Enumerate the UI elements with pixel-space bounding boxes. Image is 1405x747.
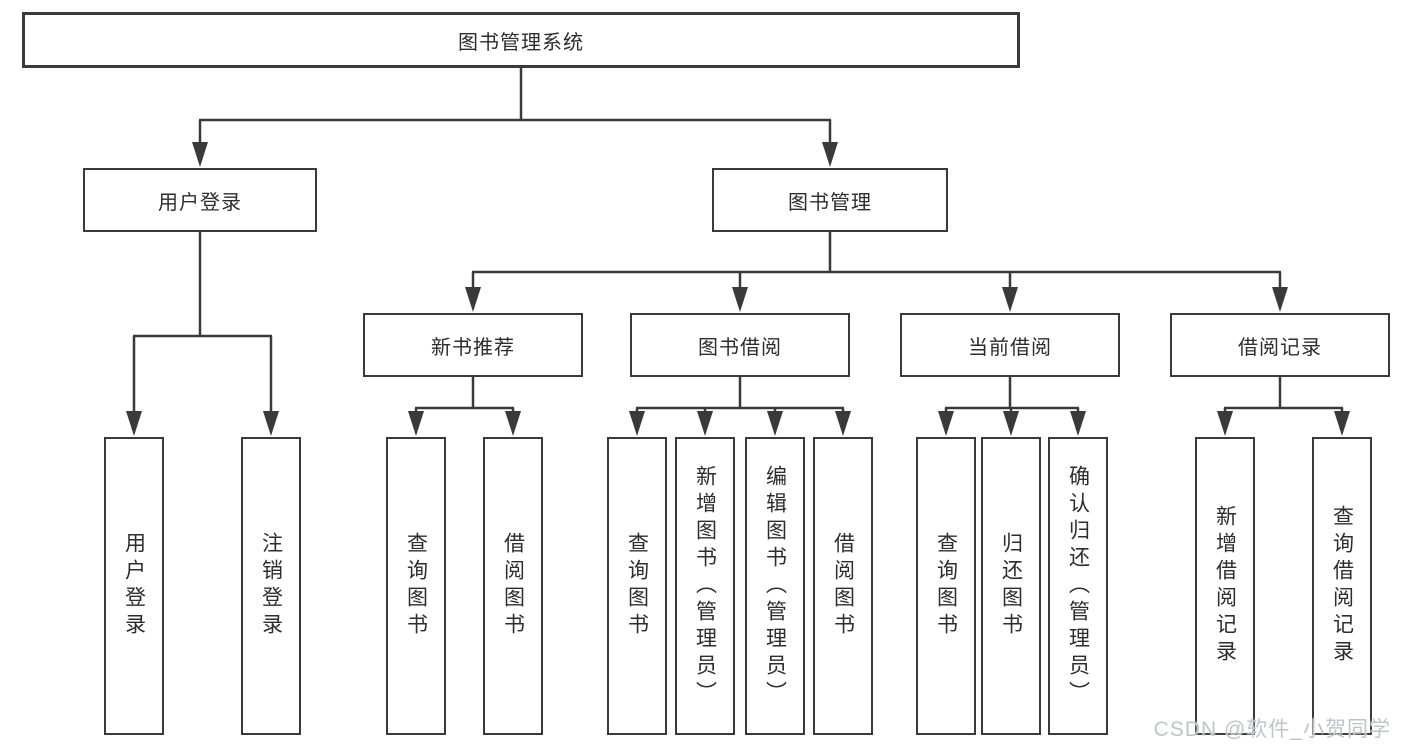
leaf-borrow-books-recommend: 借阅图书 [483,437,543,735]
node-user-login: 用户登录 [83,168,317,232]
node-book-management-system: 图书管理系统 [22,12,1020,68]
leaf-query-borrow-record: 查询借阅记录 [1312,437,1372,735]
watermark: CSDN @软件_小贺同学 [1153,718,1391,741]
leaf-confirm-return-admin: 确认归还（管理员） [1048,437,1108,735]
node-label: 查询图书 [934,532,958,640]
node-label: 用户登录 [122,532,146,640]
node-label: 归还图书 [999,532,1023,640]
leaf-query-books-current: 查询图书 [916,437,976,735]
leaf-query-books-borrow: 查询图书 [607,437,667,735]
leaf-add-book-admin: 新增图书（管理员） [675,437,735,735]
node-label: 图书管理 [788,191,872,214]
node-label: 查询借阅记录 [1330,505,1354,667]
leaf-return-books: 归还图书 [981,437,1041,735]
node-label: 图书借阅 [698,336,782,359]
node-label: 新增借阅记录 [1213,505,1237,667]
node-label: 借阅图书 [501,532,525,640]
node-label: 图书管理系统 [458,31,584,54]
node-label: 注销登录 [259,532,283,640]
leaf-user-login: 用户登录 [104,437,164,735]
leaf-borrow-books: 借阅图书 [813,437,873,735]
node-current-borrowing: 当前借阅 [900,313,1120,377]
node-book-management: 图书管理 [712,168,948,232]
node-label: 借阅记录 [1238,336,1322,359]
node-label: 新增图书（管理员） [693,464,717,708]
node-label: 查询图书 [404,532,428,640]
node-book-borrowing: 图书借阅 [630,313,850,377]
node-new-book-recommendation: 新书推荐 [363,313,583,377]
node-label: 确认归还（管理员） [1066,464,1090,708]
leaf-add-borrow-record: 新增借阅记录 [1195,437,1255,735]
node-borrowing-records: 借阅记录 [1170,313,1390,377]
node-label: 借阅图书 [831,532,855,640]
leaf-logout: 注销登录 [241,437,301,735]
node-label: 新书推荐 [431,336,515,359]
node-label: 当前借阅 [968,336,1052,359]
node-label: 查询图书 [625,532,649,640]
leaf-edit-book-admin: 编辑图书（管理员） [745,437,805,735]
leaf-query-books-recommend: 查询图书 [386,437,446,735]
node-label: 编辑图书（管理员） [763,464,787,708]
arrowhead-icons [126,142,1350,436]
node-label: 用户登录 [158,191,242,214]
